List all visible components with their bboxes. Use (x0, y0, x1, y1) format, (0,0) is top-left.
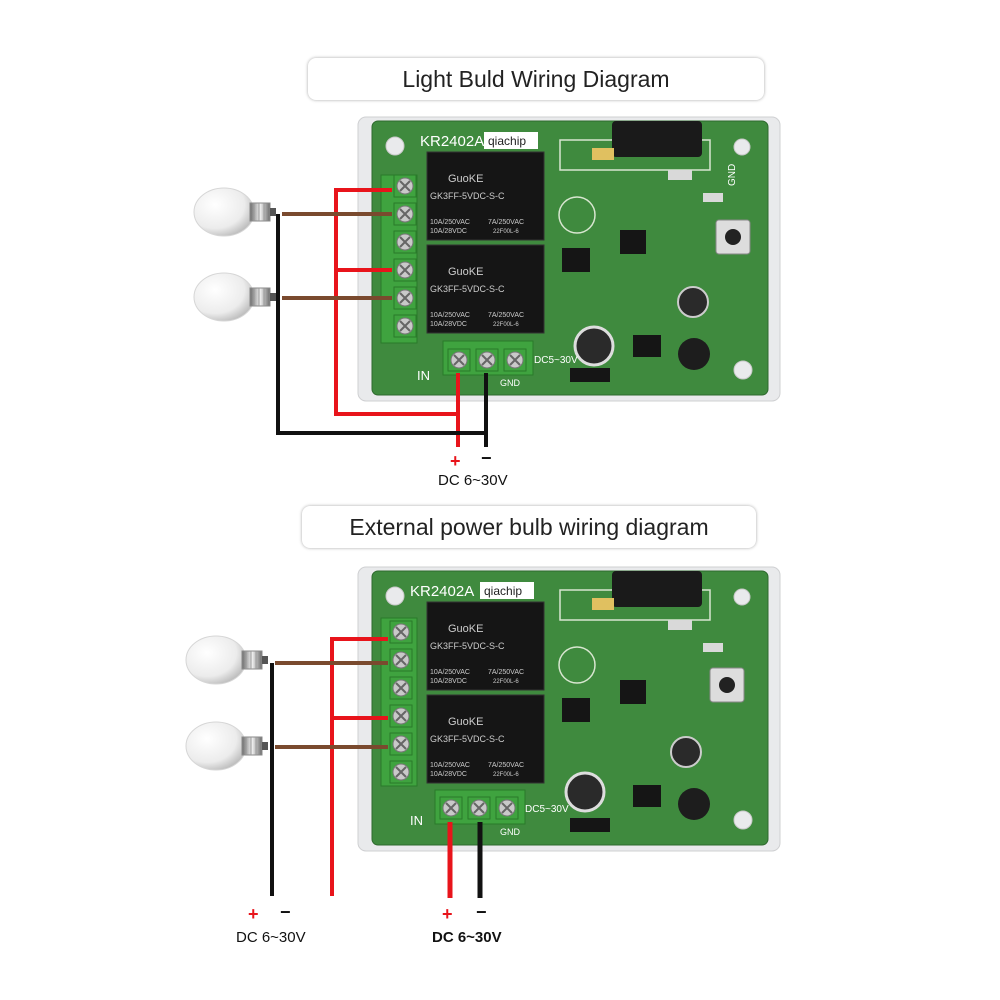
gnd-label-antenna: GND (727, 164, 738, 186)
diagram2-title: External power bulb wiring diagram (302, 506, 756, 548)
diagram1-title: Light Buld Wiring Diagram (308, 58, 764, 100)
minus-symbol-board: − (476, 902, 487, 922)
receiver-board-2: KR2402A qiachip GuoKE GK3FF-5VDC-S-C 10A… (357, 566, 781, 852)
relay-code-bottom: 22F00L-6 (493, 322, 519, 328)
gnd-terminal-label: GND (500, 378, 521, 388)
board-model-label: KR2402A (410, 583, 474, 600)
plus-symbol-board: + (442, 904, 453, 924)
relay-rating-bottom-1: 10A/250VAC (430, 762, 470, 769)
in-label: IN (410, 813, 423, 828)
power-label-1: DC 6~30V (438, 472, 508, 489)
board-power-label: DC 6~30V (432, 929, 502, 946)
gnd-terminal-label: GND (500, 827, 521, 837)
board-model-label: KR2402A (420, 133, 484, 150)
relay-rating-top-3: 7A/250VAC (488, 219, 524, 226)
relay-code-bottom: 22F00L-6 (493, 772, 519, 778)
board-brand-label: qiachip (484, 584, 522, 598)
relay-rating-bottom-2: 10A/28VDC (430, 321, 467, 328)
wiring-diagram-1 (276, 188, 488, 447)
wiring-diagram-2 (270, 637, 483, 898)
relay-rating-bottom-3: 7A/250VAC (488, 312, 524, 319)
relay-code-top: 22F00L-6 (493, 679, 519, 685)
relay-rating-bottom-3: 7A/250VAC (488, 762, 524, 769)
relay-model-label-top: GK3FF-5VDC-S-C (430, 191, 505, 201)
relay-code-top: 22F00L-6 (493, 229, 519, 235)
in-label: IN (417, 368, 430, 383)
relay-rating-bottom-1: 10A/250VAC (430, 312, 470, 319)
minus-symbol-1: − (481, 448, 492, 468)
relay-rating-bottom-2: 10A/28VDC (430, 771, 467, 778)
dc-terminal-label: DC5~30V (534, 355, 578, 366)
relay-brand-label-top: GuoKE (448, 623, 483, 635)
relay-brand-label-bottom: GuoKE (448, 716, 483, 728)
relay-rating-top-2: 10A/28VDC (430, 678, 467, 685)
light-bulb-4 (185, 721, 269, 771)
minus-symbol-external: − (280, 902, 291, 922)
relay-rating-top-2: 10A/28VDC (430, 228, 467, 235)
relay-rating-top-3: 7A/250VAC (488, 669, 524, 676)
plus-symbol-external: + (248, 904, 259, 924)
relay-model-label-top: GK3FF-5VDC-S-C (430, 641, 505, 651)
light-bulb-3 (185, 635, 269, 685)
relay-rating-top-1: 10A/250VAC (430, 669, 470, 676)
board-brand-label: qiachip (488, 134, 526, 148)
external-power-label: DC 6~30V (236, 929, 306, 946)
dc-terminal-label: DC5~30V (525, 804, 569, 815)
plus-symbol-1: + (450, 451, 461, 471)
relay-model-label-bottom: GK3FF-5VDC-S-C (430, 734, 505, 744)
relay-rating-top-1: 10A/250VAC (430, 219, 470, 226)
relay-brand-label-top: GuoKE (448, 173, 483, 185)
receiver-board-1: KR2402A qiachip GuoKE GK3FF-5VDC-S-C 10A… (357, 116, 781, 402)
relay-model-label-bottom: GK3FF-5VDC-S-C (430, 284, 505, 294)
relay-brand-label-bottom: GuoKE (448, 266, 483, 278)
